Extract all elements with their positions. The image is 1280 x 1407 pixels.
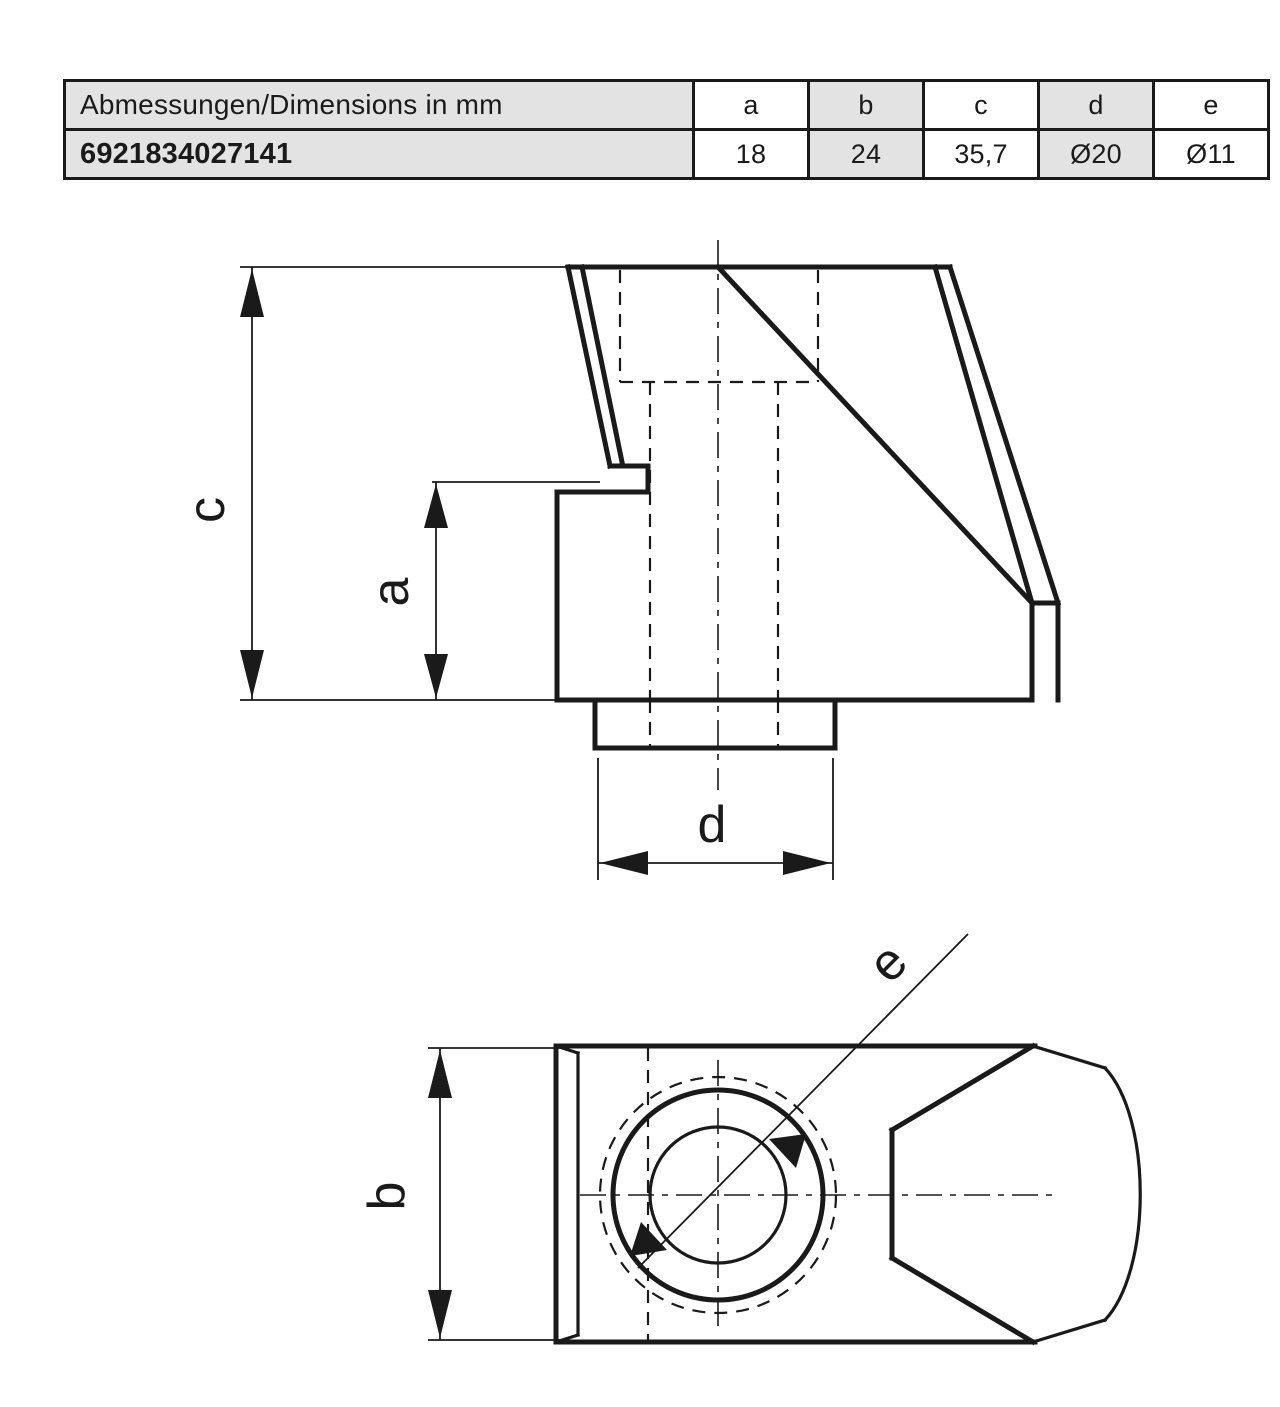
table-title-cell: Abmessungen/Dimensions in mm: [63, 79, 695, 131]
dimension-label-d: d: [698, 796, 727, 854]
plan-right-facet-top: [1031, 1044, 1107, 1070]
plan-left-strip-top: [553, 1043, 581, 1056]
hidden-bore-lines: [618, 270, 820, 748]
dimension-label-e: e: [857, 932, 918, 993]
dimension-label-c: c: [178, 497, 236, 523]
column-header-b: b: [807, 79, 925, 131]
dimension-b-arrow-bottom: [428, 1290, 452, 1338]
part-number-cell: 6921834027141: [63, 128, 695, 180]
plan-right-curved-edge: [1102, 1065, 1142, 1323]
dimension-e-leader-line: [637, 933, 969, 1269]
value-cell-b: 24: [807, 128, 925, 180]
value-cell-c: 35,7: [922, 128, 1040, 180]
dimension-d-arrow-left: [600, 851, 648, 875]
right-wedge-inner-edge: [931, 263, 1036, 607]
dimensions-table: Abmessungen/Dimensions in mm a b c d e 6…: [63, 79, 1270, 180]
dimension-e: e: [630, 932, 969, 1269]
internal-diagonal-edge: [714, 263, 1036, 607]
column-header-e: e: [1152, 79, 1270, 131]
left-wedge-outer-edge: [565, 264, 613, 469]
boss-outline: [592, 697, 838, 751]
right-wedge-outer-edge: [946, 263, 1062, 607]
dimension-a-arrow-bottom: [424, 654, 448, 698]
side-elevation-view: c a: [178, 240, 1062, 880]
dimension-label-a: a: [362, 577, 420, 606]
dimension-d: d: [598, 796, 833, 875]
dimension-c-arrow-top: [240, 269, 264, 317]
dimension-a-arrow-top: [424, 484, 448, 528]
dimension-d-arrow-right: [783, 851, 831, 875]
value-cell-e: Ø11: [1152, 128, 1270, 180]
dimension-label-b: b: [358, 1182, 416, 1211]
side-view-body-outline: [554, 263, 1062, 703]
dimension-e-arrow-upper: [769, 1134, 806, 1168]
plan-taper-bottom-face: [888, 1254, 1037, 1346]
plan-view-body-outline: [553, 1042, 1142, 1346]
column-header-d: d: [1037, 79, 1155, 131]
value-cell-d: Ø20: [1037, 128, 1155, 180]
dimension-a: a: [362, 482, 448, 700]
plan-view: b: [358, 932, 1142, 1346]
dimension-b: b: [358, 1048, 452, 1340]
column-header-a: a: [692, 79, 810, 131]
plan-taper-top-face: [888, 1042, 1037, 1134]
plan-right-facet-bottom: [1031, 1318, 1107, 1344]
dimension-e-arrow-lower: [630, 1222, 667, 1256]
dimension-c-arrow-bottom: [240, 650, 264, 698]
column-header-c: c: [922, 79, 1040, 131]
left-wedge-inner-edge: [579, 264, 625, 465]
plan-left-strip-bottom: [553, 1332, 581, 1345]
dimension-c: c: [178, 267, 264, 700]
dimension-b-arrow-top: [428, 1050, 452, 1098]
table-data-row: 6921834027141 18 24 35,7 Ø20 Ø11: [63, 128, 1270, 180]
value-cell-a: 18: [692, 128, 810, 180]
table-header-row: Abmessungen/Dimensions in mm a b c d e: [63, 79, 1270, 131]
